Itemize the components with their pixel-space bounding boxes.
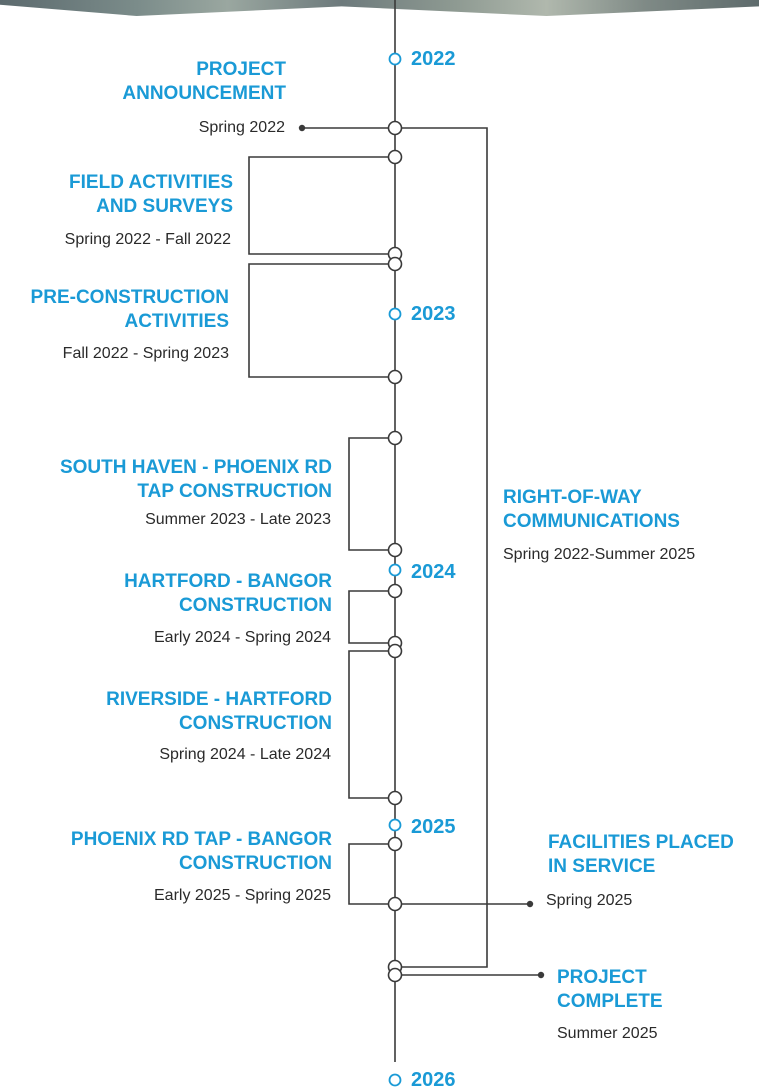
- announcement-dot: [298, 124, 306, 132]
- preconstruction-title-line2: ACTIVITIES: [124, 311, 229, 332]
- right-of-way-title: RIGHT-OF-WAY COMMUNICATIONS: [503, 486, 680, 534]
- phoenix-bangor-date: Early 2025 - Spring 2025: [154, 887, 331, 904]
- riverside-hartford-title-line1: RIVERSIDE - HARTFORD: [106, 689, 332, 710]
- right-of-way-title-line2: COMMUNICATIONS: [503, 511, 680, 532]
- facilities-dot: [526, 900, 534, 908]
- year-marker-2026: [388, 1073, 402, 1087]
- complete-title-line1: PROJECT: [557, 967, 647, 988]
- right-of-way-bracket: [395, 127, 488, 968]
- hartford-bangor-title: HARTFORD - BANGOR CONSTRUCTION: [124, 570, 332, 618]
- node-field-start: [387, 149, 403, 165]
- announcement-title-line1: PROJECT: [196, 59, 286, 80]
- year-marker-2023: [388, 307, 402, 321]
- node-south-haven-start: [387, 430, 403, 446]
- header-photo-strip: [0, 0, 759, 16]
- year-label-2023: 2023: [411, 303, 456, 325]
- field-activities-title-line2: AND SURVEYS: [96, 196, 233, 217]
- field-activities-title-line1: FIELD ACTIVITIES: [69, 172, 233, 193]
- south-haven-title-line1: SOUTH HAVEN - PHOENIX RD: [59, 457, 332, 478]
- node-hartford-bangor-start: [387, 583, 403, 599]
- preconstruction-date: Fall 2022 - Spring 2023: [62, 345, 229, 362]
- facilities-title: FACILITIES PLACED IN SERVICE: [548, 831, 734, 879]
- year-label-2022: 2022: [411, 48, 456, 70]
- year-marker-2024: [388, 563, 402, 577]
- announcement-date: Spring 2022: [198, 119, 285, 136]
- field-activities-date: Spring 2022 - Fall 2022: [64, 231, 231, 248]
- preconstruction-title-line1: PRE-CONSTRUCTION: [30, 287, 229, 308]
- right-of-way-title-line1: RIGHT-OF-WAY: [503, 487, 642, 508]
- riverside-hartford-bracket: [348, 650, 395, 799]
- node-riverside-hartford-end: [387, 790, 403, 806]
- complete-dot: [537, 971, 545, 979]
- preconstruction-title: PRE-CONSTRUCTION ACTIVITIES: [31, 286, 229, 334]
- year-label-2024: 2024: [411, 561, 456, 583]
- node-south-haven-end: [387, 542, 403, 558]
- hartford-bangor-date: Early 2024 - Spring 2024: [154, 629, 331, 646]
- node-project-complete: [387, 967, 403, 983]
- year-marker-2022: [388, 52, 402, 66]
- south-haven-title-line2: TAP CONSTRUCTION: [137, 481, 332, 502]
- preconstruction-bracket: [248, 263, 395, 378]
- complete-title-line2: COMPLETE: [557, 991, 663, 1012]
- year-marker-2025: [388, 818, 402, 832]
- announcement-title-line2: ANNOUNCEMENT: [122, 83, 286, 104]
- facilities-title-line1: FACILITIES PLACED: [548, 832, 734, 853]
- complete-title: PROJECT COMPLETE: [557, 966, 663, 1014]
- facilities-date: Spring 2025: [546, 892, 633, 909]
- field-activities-title: FIELD ACTIVITIES AND SURVEYS: [69, 171, 233, 219]
- riverside-hartford-date: Spring 2024 - Late 2024: [159, 746, 331, 763]
- phoenix-bangor-title-line2: CONSTRUCTION: [178, 853, 332, 874]
- complete-date: Summer 2025: [557, 1025, 658, 1042]
- hartford-bangor-bracket: [348, 590, 395, 644]
- node-phoenix-bangor-start: [387, 836, 403, 852]
- field-activities-bracket: [248, 156, 395, 255]
- hartford-bangor-title-line1: HARTFORD - BANGOR: [124, 571, 332, 592]
- south-haven-bracket: [348, 437, 395, 551]
- hartford-bangor-title-line2: CONSTRUCTION: [178, 595, 332, 616]
- riverside-hartford-title-line2: CONSTRUCTION: [178, 713, 332, 734]
- south-haven-date: Summer 2023 - Late 2023: [145, 511, 331, 528]
- phoenix-bangor-bracket: [348, 843, 395, 905]
- riverside-hartford-title: RIVERSIDE - HARTFORD CONSTRUCTION: [106, 688, 332, 736]
- south-haven-title: SOUTH HAVEN - PHOENIX RD TAP CONSTRUCTIO…: [60, 456, 332, 504]
- node-preconstruction-start: [387, 256, 403, 272]
- node-announcement: [387, 120, 403, 136]
- node-riverside-hartford-start: [387, 643, 403, 659]
- announcement-title: PROJECT ANNOUNCEMENT: [122, 58, 286, 106]
- right-of-way-date: Spring 2022-Summer 2025: [503, 546, 696, 563]
- year-label-2026: 2026: [411, 1069, 456, 1091]
- node-preconstruction-end: [387, 369, 403, 385]
- node-phoenix-bangor-end: [387, 896, 403, 912]
- year-label-2025: 2025: [411, 816, 456, 838]
- phoenix-bangor-title: PHOENIX RD TAP - BANGOR CONSTRUCTION: [71, 828, 332, 876]
- facilities-title-line2: IN SERVICE: [548, 856, 656, 877]
- phoenix-bangor-title-line1: PHOENIX RD TAP - BANGOR: [70, 829, 332, 850]
